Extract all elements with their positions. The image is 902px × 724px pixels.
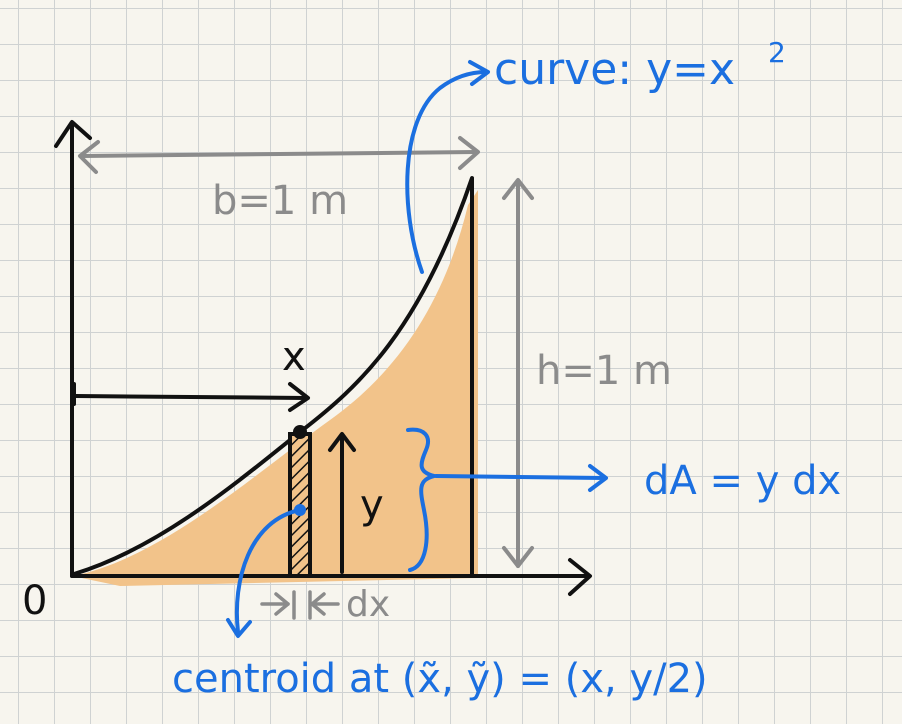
axes [54,120,592,596]
origin-label: 0 [22,578,47,624]
dA-callout-arrowhead [588,464,608,492]
curve-label-exponent: 2 [768,36,786,69]
shaded-area [72,190,478,586]
strip-height-label: y [360,482,384,528]
height-label: h=1 m [536,348,672,394]
centroid-callout-arrow [234,508,302,634]
y-axis-arrowhead [54,120,92,148]
curve-callout-arrowhead [468,60,490,86]
dx-label: dx [346,584,390,625]
curve-label: curve: y=x [494,44,735,95]
centroid-label: centroid at (x̃, ỹ) = (x, y/2) [172,656,708,702]
width-label: b=1 m [212,178,348,224]
strip-top-point [293,425,307,439]
blue-annotations [226,60,608,638]
x-distance-label: x [282,334,306,380]
strip-brace [406,427,436,572]
centroid-point [294,504,306,516]
curve-callout-arrow [405,70,488,274]
width-dimension [78,136,480,174]
dx-arrows [260,590,340,620]
dA-label: dA = y dx [644,458,841,504]
height-dimension [502,178,534,568]
y-height-arrow [328,432,356,574]
dA-callout-line [434,474,606,480]
centroid-callout-arrowhead [226,618,252,638]
x-distance-arrow [72,382,310,412]
x-axis-arrowhead [568,558,592,596]
